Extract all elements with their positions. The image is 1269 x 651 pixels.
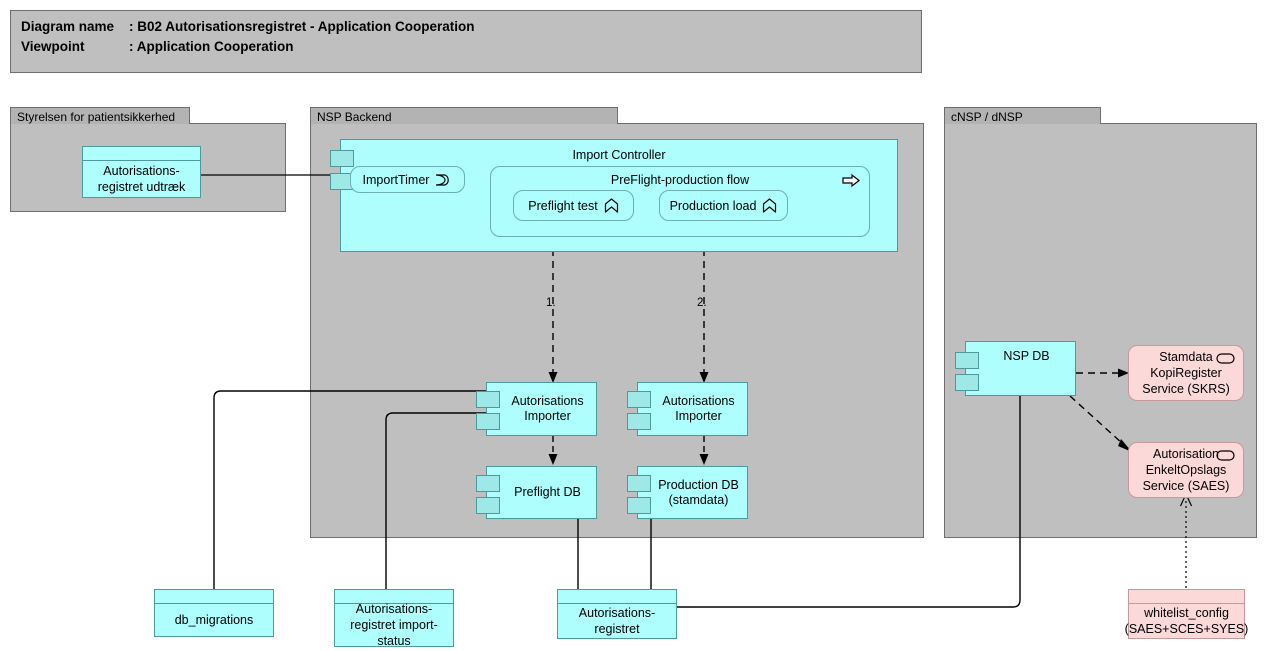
connector-db-migrations-to-importer1	[208, 385, 498, 590]
event-icon	[435, 173, 452, 186]
service-stamdata-kopiregister[interactable]: Stamdata KopiRegister Service (SKRS)	[1128, 345, 1244, 401]
group-tab-cnsp-dnsp: cNSP / dNSP	[944, 107, 1101, 124]
component-label-production-db: Production DB (stamdata)	[658, 477, 739, 507]
data-object-header-bar	[558, 590, 676, 604]
viewpoint-label: Viewpoint	[21, 39, 85, 54]
data-object-label: Autorisations- registret udtræk	[97, 164, 186, 194]
data-object-header-bar	[155, 590, 273, 604]
connector-autorisationsregistret-to-nsp-db	[676, 390, 1026, 612]
component-nsp-db[interactable]: NSP DB	[955, 341, 1076, 396]
data-object-db-migrations[interactable]: db_migrations	[154, 589, 274, 637]
service-oval-icon	[1216, 353, 1235, 364]
connector-udtraek-to-import-controller	[200, 168, 340, 182]
group-tab-styrelsen: Styrelsen for patientsikkerhed	[10, 107, 190, 124]
group-tab-nsp-backend: NSP Backend	[310, 107, 618, 124]
service-label-saes: Autorisation EnkeltOpslags Service (SAES…	[1142, 447, 1230, 493]
viewpoint-value: : Application Cooperation	[129, 39, 294, 54]
component-tab-top	[476, 475, 500, 492]
function-preflight-test[interactable]: Preflight test	[513, 190, 634, 221]
data-object-label-db-migrations: db_migrations	[174, 613, 254, 627]
data-object-autorisationsregistret-udtraek[interactable]: Autorisations- registret udtræk	[82, 146, 201, 198]
data-object-label-autorisationsregistret: Autorisations- registret	[578, 606, 656, 636]
diagram-title-block: Diagram name : B02 Autorisationsregistret…	[10, 10, 922, 73]
function-label-preflight-test: Preflight test	[528, 198, 598, 213]
component-tab-bottom	[476, 497, 500, 514]
component-label-preflight-db: Preflight DB	[514, 485, 581, 499]
component-tab-bottom	[955, 374, 979, 391]
diagram-name-value: : B02 Autorisationsregistret - Applicati…	[129, 19, 475, 34]
event-label-import-timer: ImportTimer	[362, 172, 430, 187]
component-tab-top	[627, 475, 651, 492]
component-tab-bottom	[627, 497, 651, 514]
connector-importer1-to-preflight-db	[545, 436, 561, 468]
data-object-header-bar	[335, 590, 453, 604]
component-autorisations-importer-preflight[interactable]: Autorisations Importer	[476, 382, 597, 436]
component-label-autorisations-importer-preflight: Autorisations Importer	[511, 394, 584, 423]
component-tab-top	[476, 391, 500, 408]
service-label-skrs: Stamdata KopiRegister Service (SKRS)	[1142, 350, 1230, 396]
function-production-load[interactable]: Production load	[659, 190, 788, 221]
component-autorisations-importer-production[interactable]: Autorisations Importer	[627, 382, 748, 436]
process-label-preflight-production-flow: PreFlight-production flow	[610, 173, 750, 187]
connector-nsp-db-to-skrs	[1076, 365, 1134, 381]
data-object-header-bar	[83, 147, 200, 161]
event-import-timer[interactable]: ImportTimer	[350, 166, 465, 193]
data-object-label-import-status: Autorisations- registret import- status	[350, 602, 438, 648]
connector-production-db-to-autorisationsregistret	[645, 518, 657, 592]
connector-label-2: 2.	[697, 297, 707, 309]
component-tab-bottom	[627, 413, 651, 430]
data-object-autorisationsregistret[interactable]: Autorisations- registret	[557, 589, 677, 639]
connector-whitelist-config-to-saes	[1178, 492, 1194, 588]
component-label-nsp-db: NSP DB	[1003, 349, 1050, 363]
function-chevron-icon	[762, 198, 777, 213]
connector-label-1: 1.	[546, 297, 556, 309]
component-production-db[interactable]: Production DB (stamdata)	[627, 466, 748, 519]
process-arrow-icon	[842, 173, 860, 188]
diagram-name-label: Diagram name	[21, 19, 115, 34]
data-object-import-status[interactable]: Autorisations- registret import- status	[334, 589, 454, 648]
diagram-name-row: Diagram name : B02 Autorisationsregistret…	[21, 17, 921, 37]
component-label-autorisations-importer-production: Autorisations Importer	[662, 394, 735, 423]
connector-import-status-to-importer1	[380, 407, 500, 590]
data-object-label-whitelist-config: whitelist_config (SAES+SCES+SYES)	[1124, 606, 1249, 636]
component-tab-top	[330, 150, 354, 167]
data-object-whitelist-config[interactable]: whitelist_config (SAES+SCES+SYES)	[1125, 589, 1248, 639]
component-tab-bottom	[476, 413, 500, 430]
function-label-production-load: Production load	[669, 198, 757, 213]
component-label-import-controller: Import Controller	[572, 148, 666, 162]
component-tab-top	[955, 352, 979, 369]
connector-preflight-db-to-autorisationsregistret	[572, 518, 584, 592]
component-tab-top	[627, 391, 651, 408]
function-chevron-icon	[604, 198, 619, 213]
component-preflight-db[interactable]: Preflight DB	[476, 466, 597, 519]
connector-importer2-to-production-db	[696, 436, 712, 468]
service-autorisation-enkeltopslags[interactable]: Autorisation EnkeltOpslags Service (SAES…	[1128, 442, 1244, 498]
viewpoint-row: Viewpoint : Application Cooperation	[21, 37, 921, 57]
data-object-header-bar	[1129, 590, 1244, 604]
service-oval-icon	[1216, 450, 1235, 461]
